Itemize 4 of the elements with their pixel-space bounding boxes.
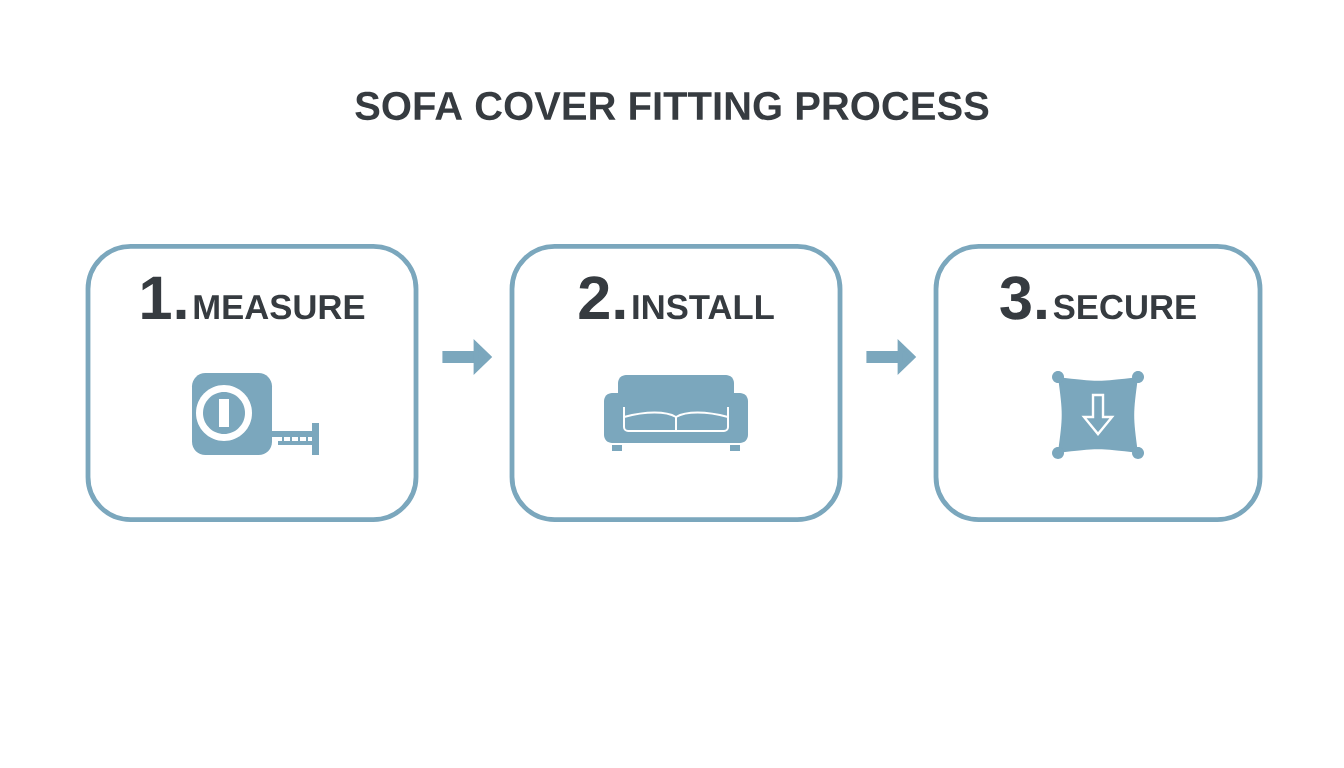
step-heading: 1.MEASURE [142,276,365,320]
title: SOFA COVER FITTING PROCESS [355,91,989,121]
step-heading: 2.INSTALL [579,276,774,320]
step-heading: 3.SECURE [1000,276,1196,320]
